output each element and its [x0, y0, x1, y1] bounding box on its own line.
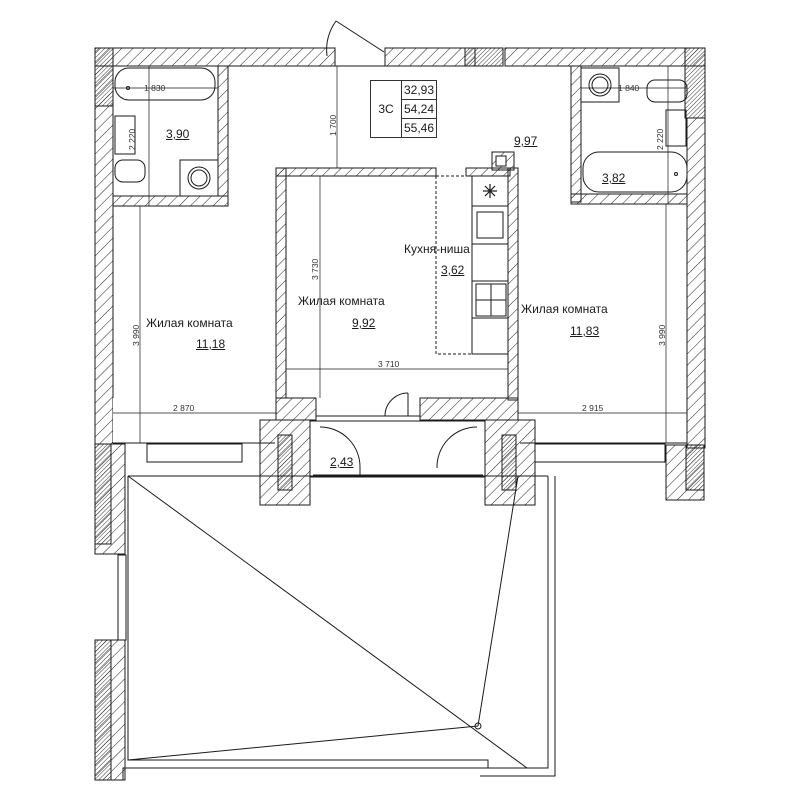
room-area-kitchen-niche: 3,62 — [441, 263, 465, 277]
dim-living-center-width: 3 710 — [378, 359, 400, 369]
room-name-living-left: Жилая комната — [146, 316, 233, 330]
dim-living-left-width: 2 870 — [173, 403, 195, 413]
total-area-value: 54,24 — [402, 100, 437, 119]
dim-bath-right-depth: 2 220 — [655, 128, 665, 150]
room-area-bath-left: 3,90 — [166, 127, 190, 141]
room-area-balcony: 2,43 — [330, 455, 354, 469]
total-area-with-balcony-value: 55,46 — [404, 121, 435, 135]
room-area-bath-right: 3,82 — [602, 171, 626, 185]
dim-living-right-height: 3 990 — [657, 324, 667, 346]
room-name-living-right: Жилая комната — [521, 302, 608, 316]
living-area-value: 32,93 — [402, 81, 437, 100]
room-area-living-center: 9,92 — [352, 316, 376, 330]
room-area-corridor: 9,97 — [514, 134, 538, 148]
room-area-living-right: 11,83 — [570, 324, 600, 338]
apartment-summary-badge: 3С 32,93 54,24 55,46 — [370, 80, 438, 138]
dim-bath-left-width: 1 830 — [144, 83, 166, 93]
dim-bath-right-width: 1 840 — [618, 83, 640, 93]
room-area-living-left: 11,18 — [196, 337, 226, 351]
room-name-living-center: Жилая комната — [298, 294, 385, 308]
dim-living-right-width: 2 915 — [582, 403, 604, 413]
room-name-kitchen-niche: Кухня-ниша — [404, 242, 470, 256]
dim-bath-left-depth: 2 220 — [127, 128, 137, 150]
dim-living-center-height: 3 730 — [310, 258, 320, 280]
dim-corridor-depth: 1 700 — [328, 114, 338, 136]
apartment-type: 3С — [371, 81, 402, 137]
dim-living-left-height: 3 990 — [131, 324, 141, 346]
